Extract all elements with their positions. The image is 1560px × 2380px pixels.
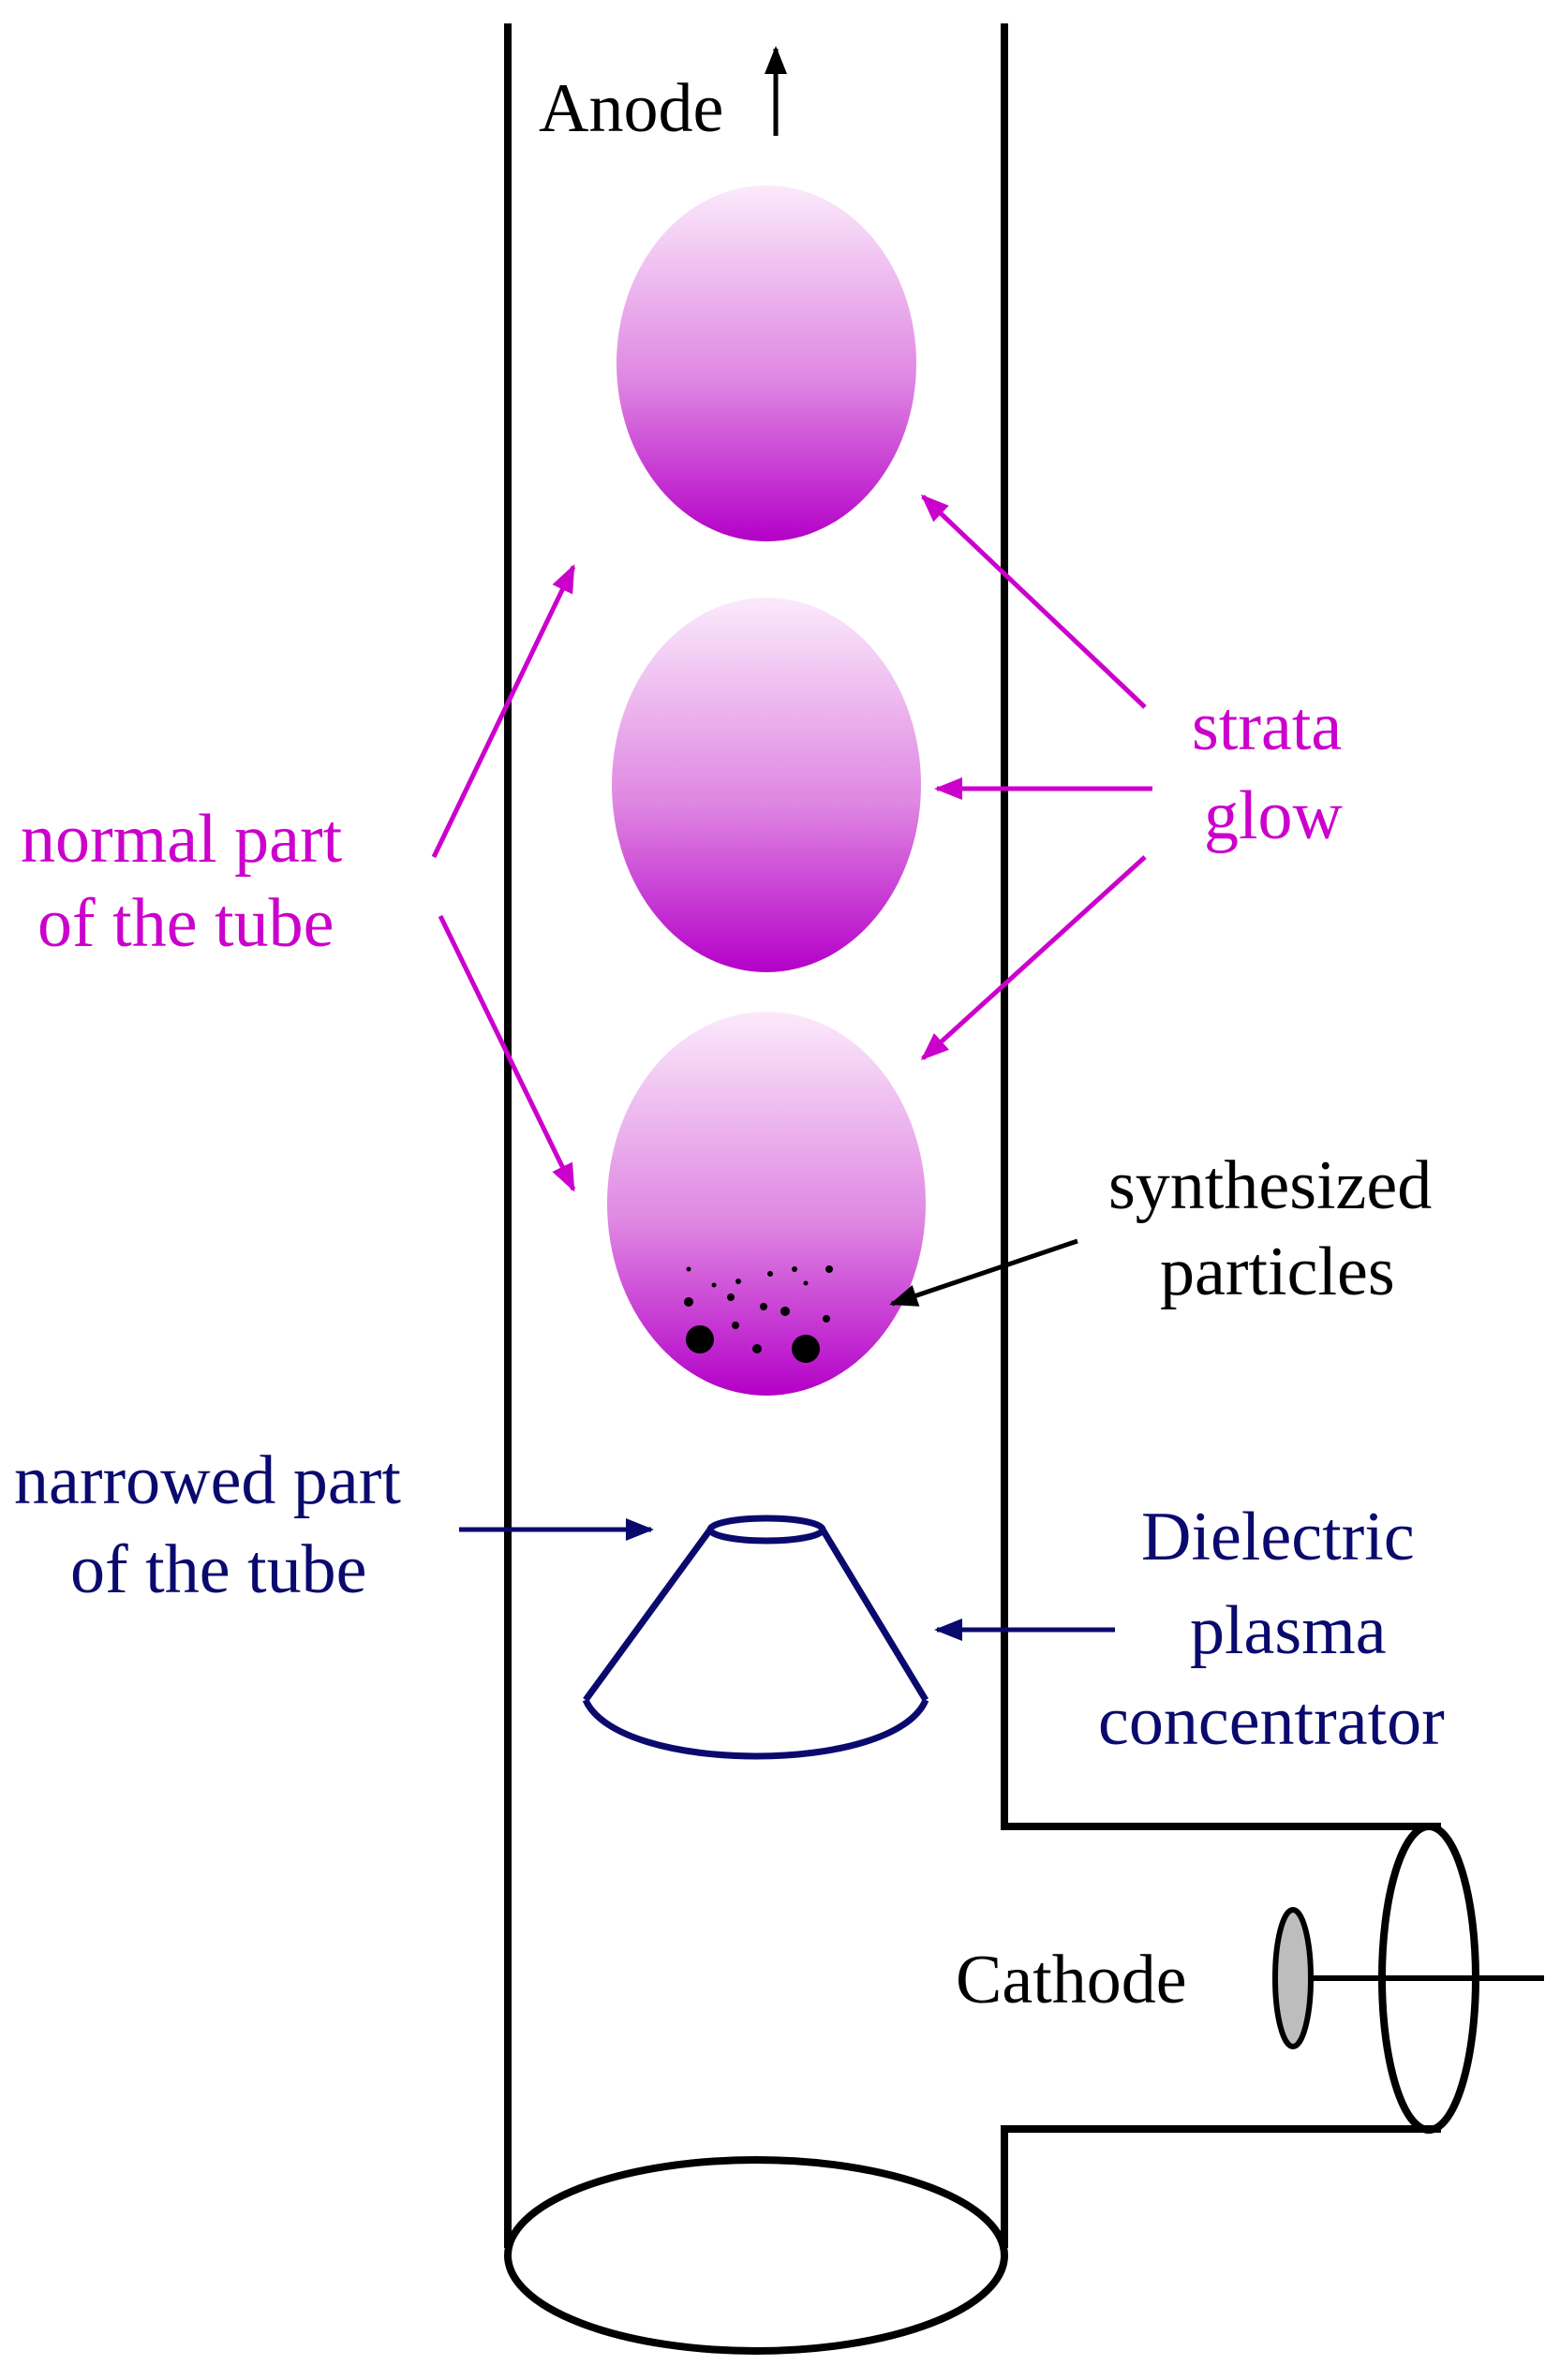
particle [780,1307,790,1316]
particle [752,1344,762,1353]
synthesized-particles-label-line2: particles [1160,1234,1395,1310]
particle [825,1265,833,1273]
normal-part-label-line1: normal part [21,801,343,878]
strata-glow-middle [612,598,921,972]
particle [823,1315,830,1323]
normal-part-label-line2: of the tube [37,885,334,962]
dielectric-plasma-concentrator [582,1515,929,1760]
normal-arrow-up [431,564,576,859]
particle [732,1322,739,1329]
dielectric-label-line2: plasma [1190,1592,1387,1669]
dielectric-label-line3: concentrator [1098,1683,1445,1760]
cathode-label: Cathode [956,1942,1187,2018]
cathode-disc [1272,1907,1314,2049]
tube-bottom-opening [504,2156,1008,2355]
tube-right-wall-upper [1001,23,1441,1830]
particle [792,1266,797,1272]
strata-glow-label-line2: glow [1204,777,1344,854]
particle [767,1271,773,1277]
normal-arrow-down [438,914,576,1192]
narrowed-part-label-line2: of the tube [70,1531,366,1608]
anode-label: Anode [539,70,723,147]
strata-glow-group [607,185,926,1396]
strata-arrow-top [920,494,1147,709]
particle [711,1282,717,1288]
strata-glow-label-line1: strata [1192,688,1342,765]
particles-arrow [889,1238,1078,1307]
concentrator-base-curve [582,1698,929,1760]
normal-part-arrows [431,564,576,1192]
particle [727,1293,735,1301]
strata-arrow-bottom [920,855,1147,1061]
concentrator-left-side [583,1527,713,1703]
strata-glow-bottom [607,1012,926,1396]
synthesized-particles-label-line1: synthesized [1108,1147,1432,1224]
cathode-electrode [1272,1907,1544,2049]
particle [684,1297,693,1307]
narrowed-part-label-line1: narrowed part [14,1442,401,1519]
particle [760,1303,767,1310]
strata-glow-top [617,185,916,541]
dielectric-label-line1: Dielectric [1141,1499,1415,1575]
strata-glow-arrows [920,494,1152,1061]
particle [803,1280,809,1286]
particle [686,1266,691,1272]
concentrator-top-ring [706,1515,826,1545]
synthesized-particles [684,1265,833,1363]
concentrator-right-side [820,1528,929,1702]
particle [735,1279,741,1284]
particle [686,1325,714,1353]
tube-right-wall-lower [1001,2125,1441,2248]
particle [792,1335,820,1363]
